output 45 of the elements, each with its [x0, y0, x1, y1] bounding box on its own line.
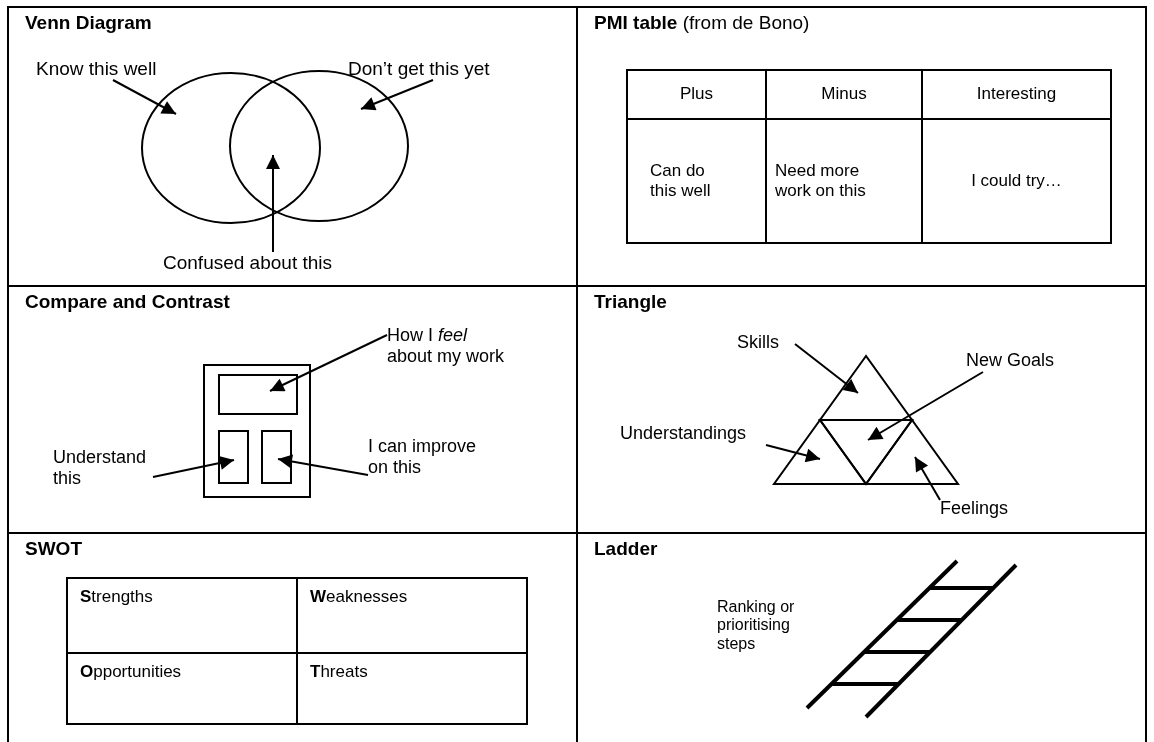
triangle-section [774, 420, 866, 484]
panel-heading: Venn Diagram [25, 12, 152, 34]
table-cell: Strengths [66, 577, 298, 654]
table-cell: Can do this well [626, 118, 767, 244]
panel-heading: Compare and Contrast [25, 291, 230, 313]
note-text: Ranking or prioritising steps [717, 598, 796, 654]
callout-text: Confused about this [163, 252, 383, 276]
leader-arrow [794, 343, 859, 394]
leader-arrow [765, 444, 821, 463]
leader-arrow [867, 371, 984, 441]
rectangle-frame [203, 364, 311, 498]
callout-text: Feelings [940, 498, 1020, 520]
triangle-section [820, 420, 912, 484]
rectangle-frame [261, 430, 292, 484]
leader-arrow [266, 154, 280, 253]
table-cell: Threats [296, 652, 528, 725]
diagram-panel [7, 6, 578, 287]
table-cell: Opportunities [66, 652, 298, 725]
callout-text: How I feel about my work [387, 325, 515, 371]
leader-arrow [269, 334, 388, 392]
rectangle-frame [218, 430, 249, 484]
leader-arrow [914, 456, 941, 501]
callout-text: New Goals [966, 350, 1076, 372]
table-header-cell: Interesting [921, 69, 1112, 120]
panel-heading: Triangle [594, 291, 667, 313]
panel-heading: Ladder [594, 538, 658, 560]
panel-heading: PMI table (from de Bono) [594, 12, 810, 34]
panel-heading: SWOT [25, 538, 82, 560]
table-cell: Weaknesses [296, 577, 528, 654]
leader-arrow [277, 454, 369, 476]
table-header-cell: Plus [626, 69, 767, 120]
callout-text: I can improve on this [368, 436, 496, 482]
callout-text: Skills [737, 332, 795, 354]
leader-arrow [152, 456, 235, 478]
table-cell: I could try… [921, 118, 1112, 244]
leader-arrow [360, 79, 434, 111]
callout-text: Know this well [36, 58, 166, 80]
diagram-panel [576, 6, 1147, 287]
callout-text: Don’t get this yet [348, 58, 518, 80]
rectangle-frame [218, 374, 298, 415]
leader-arrow [112, 79, 177, 115]
triangle-section [820, 356, 912, 420]
callout-text: Understand this [53, 447, 153, 493]
triangle-section [866, 420, 958, 484]
callout-text: Understandings [620, 423, 766, 445]
